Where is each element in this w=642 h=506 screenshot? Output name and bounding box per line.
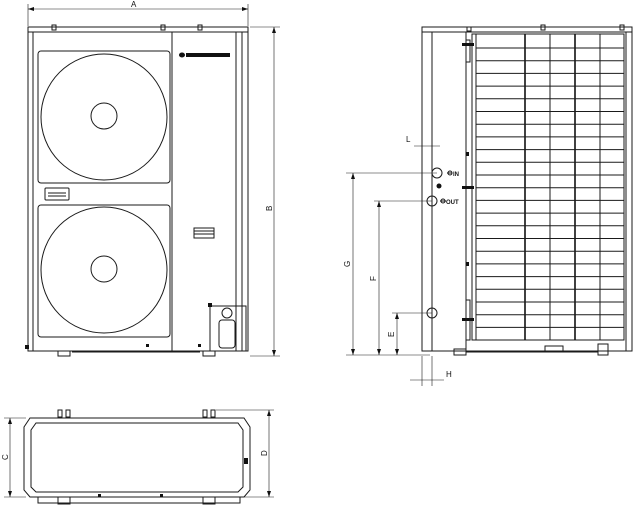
label-d: D bbox=[260, 450, 269, 456]
inlet-label: IN bbox=[453, 172, 459, 178]
dimension-a: A bbox=[27, 0, 249, 26]
dimension-l: L bbox=[406, 132, 440, 152]
connection-panel bbox=[208, 303, 247, 352]
upper-fan bbox=[37, 50, 171, 184]
top-outline bbox=[23, 417, 251, 498]
handle bbox=[44, 187, 70, 201]
dimension-h: H bbox=[410, 356, 452, 386]
dimension-d: D bbox=[216, 409, 274, 498]
dimension-b: B bbox=[250, 26, 280, 357]
coil-fins bbox=[471, 33, 625, 341]
outlet-label: OUT bbox=[446, 200, 459, 206]
label-c: C bbox=[1, 454, 10, 460]
label-l: L bbox=[406, 135, 411, 144]
label-a: A bbox=[131, 0, 137, 9]
label-b: B bbox=[265, 206, 274, 211]
coil-brackets bbox=[462, 39, 474, 341]
dimension-g: G bbox=[343, 172, 437, 356]
label-f: F bbox=[369, 276, 378, 281]
top-clips bbox=[57, 409, 216, 418]
label-h: H bbox=[446, 370, 452, 379]
dimension-e: E bbox=[387, 312, 432, 355]
side-vent bbox=[193, 227, 215, 239]
side-base bbox=[453, 343, 609, 356]
label-e: E bbox=[387, 332, 396, 337]
lower-fan bbox=[37, 204, 171, 338]
drain-plug bbox=[436, 183, 442, 189]
front-base bbox=[25, 344, 248, 357]
casing-outline bbox=[27, 26, 249, 352]
dimension-c: C bbox=[1, 417, 26, 498]
side-view: IN OUT L bbox=[343, 24, 633, 386]
label-g: G bbox=[343, 261, 352, 267]
front-view: A bbox=[25, 0, 280, 357]
dimension-f: F bbox=[369, 200, 432, 355]
side-casing bbox=[421, 26, 633, 352]
top-view: C D bbox=[1, 409, 274, 505]
brand-logo bbox=[179, 52, 230, 58]
